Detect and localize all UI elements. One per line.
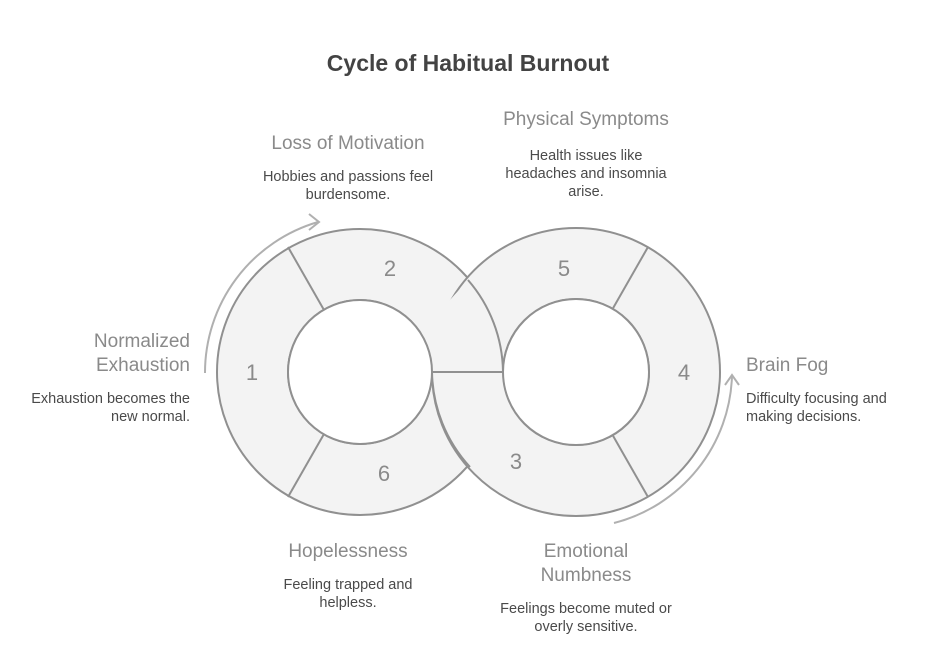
hole-right — [502, 298, 650, 446]
flow-arrow-right — [613, 375, 733, 524]
divider-right-bottom — [611, 433, 649, 498]
ring-right-overlap — [432, 372, 520, 467]
hole-left — [287, 299, 433, 445]
stage-number-2: 2 — [384, 256, 396, 281]
stage-number-3: 3 — [510, 449, 522, 474]
stage-3-description: Feelings become muted or overly sensitiv… — [500, 601, 672, 635]
stage-6-description: Feeling trapped and helpless. — [283, 577, 413, 611]
stage-3-title: Emotional Numbness — [540, 541, 632, 586]
stage-1-description: Exhaustion becomes the new normal. — [31, 391, 190, 425]
stage-2-title: Loss of Motivation — [271, 133, 425, 154]
ring-left-overlap-edge — [467, 279, 504, 373]
stage-number-5: 5 — [558, 256, 570, 281]
divider-left-top — [287, 246, 325, 311]
ring-left-overlap — [420, 280, 503, 372]
stage-number-6: 6 — [378, 461, 390, 486]
stage-5-title: Physical Symptoms — [503, 109, 669, 130]
stage-6-title: Hopelessness — [288, 541, 408, 562]
stage-2-description: Hobbies and passions feel burdensome. — [262, 169, 434, 203]
stage-5-description: Health issues like headaches and insomni… — [505, 148, 667, 200]
stage-4-title: Brain Fog — [746, 355, 829, 376]
flow-arrow-left-head — [308, 213, 321, 231]
flow-arrow-left — [203, 221, 319, 374]
flow-arrow-right-head — [724, 373, 740, 386]
stage-4-description: Difficulty focusing and making decisions… — [746, 391, 887, 425]
divider-right-top — [611, 246, 649, 311]
stage-number-4: 4 — [678, 360, 690, 385]
stage-number-1: 1 — [246, 360, 258, 385]
diagram-title: Cycle of Habitual Burnout — [326, 50, 610, 76]
divider-left-bottom — [287, 433, 325, 498]
stage-1-title: Normalized Exhaustion — [93, 331, 190, 376]
ring-right-overlap-edge — [431, 371, 471, 468]
